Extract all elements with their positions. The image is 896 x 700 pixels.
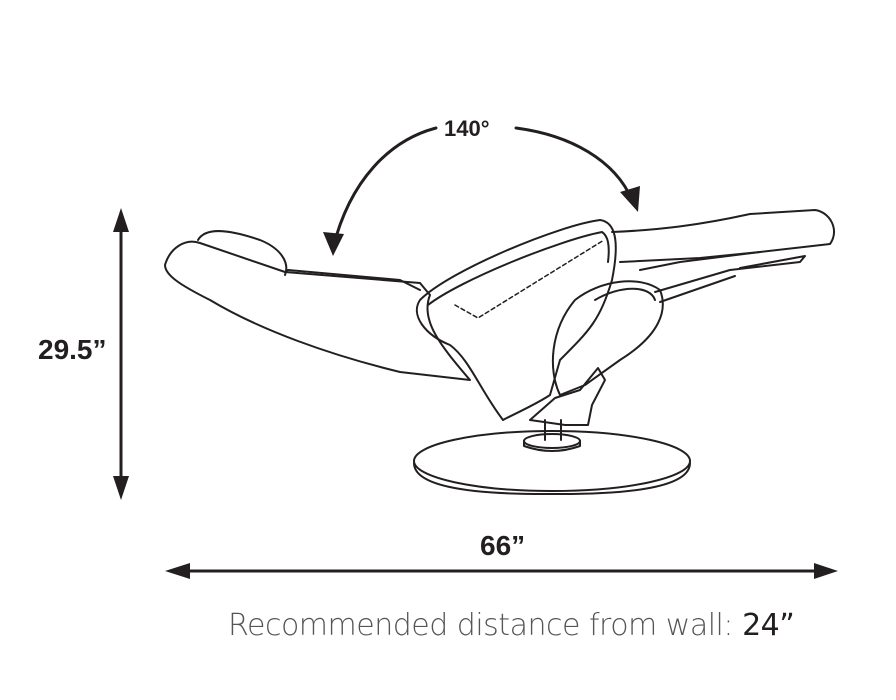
- wall-distance-note: Recommended distance from wall: 24”: [228, 608, 795, 643]
- seat-shell: [415, 219, 664, 421]
- height-label: 29.5”: [38, 334, 107, 365]
- wall-distance-value: 24”: [742, 608, 795, 643]
- length-label: 66”: [480, 530, 526, 561]
- recline-angle-label: 140°: [444, 116, 490, 141]
- angle-arrow-right: [514, 126, 634, 202]
- footrest: [611, 209, 835, 303]
- angle-arrow-left: [331, 126, 438, 250]
- chair-base: [413, 419, 691, 496]
- backrest: [164, 230, 471, 381]
- wall-distance-label: Recommended distance from wall:: [228, 608, 734, 643]
